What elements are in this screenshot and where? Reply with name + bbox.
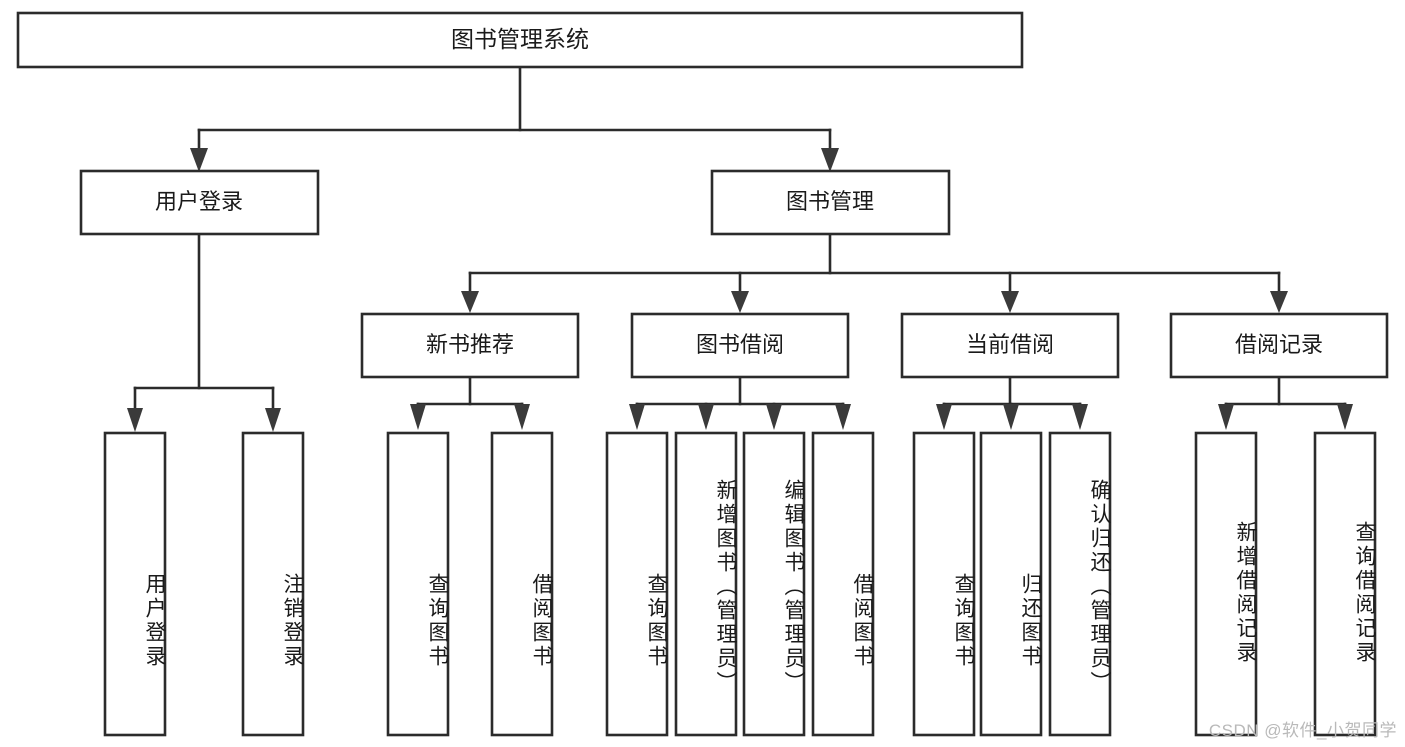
leaf-box-edit-book[interactable] — [742, 431, 806, 737]
node-root[interactable]: 图书管理系统 — [16, 11, 1024, 69]
leaf-box-add-record[interactable] — [1194, 431, 1258, 737]
arrowhead-leaf-edit-book — [766, 404, 782, 430]
arrowhead-book-borrow — [731, 291, 749, 313]
leaf-boxes — [103, 431, 1377, 737]
node-book-management-label: 图书管理 — [786, 189, 874, 214]
arrowhead-leaf-query-book-2 — [629, 404, 645, 430]
node-current-borrow-label: 当前借阅 — [966, 332, 1054, 357]
node-book-borrow[interactable]: 图书借阅 — [630, 312, 850, 379]
arrowhead-leaf-borrow-book-1 — [514, 404, 530, 430]
leaf-box-user-login[interactable] — [103, 431, 167, 737]
node-root-box[interactable] — [16, 11, 1024, 69]
node-new-book-recommend[interactable]: 新书推荐 — [360, 312, 580, 379]
leaf-box-return-book[interactable] — [979, 431, 1043, 737]
arrowhead-leaf-add-record — [1218, 404, 1234, 430]
node-root-label: 图书管理系统 — [451, 26, 589, 52]
leaf-box-query-record[interactable] — [1313, 431, 1377, 737]
leaf-box-borrow-book-1[interactable] — [490, 431, 554, 737]
node-current-borrow[interactable]: 当前借阅 — [900, 312, 1120, 379]
arrowhead-new-book-recommend — [461, 291, 479, 313]
arrowhead-book-management — [821, 148, 839, 172]
node-book-management-box[interactable] — [710, 169, 951, 236]
leaf-box-query-book-1[interactable] — [386, 431, 450, 737]
arrowhead-leaf-query-record — [1337, 404, 1353, 430]
leaf-box-borrow-book-2[interactable] — [811, 431, 875, 737]
leaf-box-query-book-3[interactable] — [912, 431, 976, 737]
arrowhead-leaf-query-book-3 — [936, 404, 952, 430]
leaf-box-logout[interactable] — [241, 431, 305, 737]
arrowhead-leaf-user-login — [127, 408, 143, 432]
arrowhead-leaf-borrow-book-2 — [835, 404, 851, 430]
csdn-watermark: CSDN @软件_小贺同学 — [1208, 721, 1397, 740]
node-borrow-record-box[interactable] — [1169, 312, 1389, 379]
leaf-box-confirm-return[interactable] — [1048, 431, 1112, 737]
arrowhead-leaf-add-book — [698, 404, 714, 430]
arrowhead-leaf-query-book-1 — [410, 404, 426, 430]
node-user-login-label: 用户登录 — [155, 189, 243, 214]
node-current-borrow-box[interactable] — [900, 312, 1120, 379]
node-new-book-recommend-box[interactable] — [360, 312, 580, 379]
arrowhead-leaf-logout — [265, 408, 281, 432]
arrowhead-leaf-confirm-return — [1072, 404, 1088, 430]
node-new-book-recommend-label: 新书推荐 — [426, 332, 514, 357]
arrowhead-user-login — [190, 148, 208, 172]
node-user-login-box[interactable] — [79, 169, 320, 236]
node-user-login[interactable]: 用户登录 — [79, 169, 320, 236]
leaf-box-add-book[interactable] — [674, 431, 738, 737]
node-book-borrow-label: 图书借阅 — [696, 332, 784, 357]
leaf-box-query-book-2[interactable] — [605, 431, 669, 737]
arrowhead-borrow-record — [1270, 291, 1288, 313]
node-book-borrow-box[interactable] — [630, 312, 850, 379]
arrowheads — [127, 148, 1353, 432]
arrowhead-leaf-return-book — [1003, 404, 1019, 430]
node-borrow-record-label: 借阅记录 — [1235, 332, 1323, 357]
arrowhead-current-borrow — [1001, 291, 1019, 313]
node-book-management[interactable]: 图书管理 — [710, 169, 951, 236]
node-borrow-record[interactable]: 借阅记录 — [1169, 312, 1389, 379]
